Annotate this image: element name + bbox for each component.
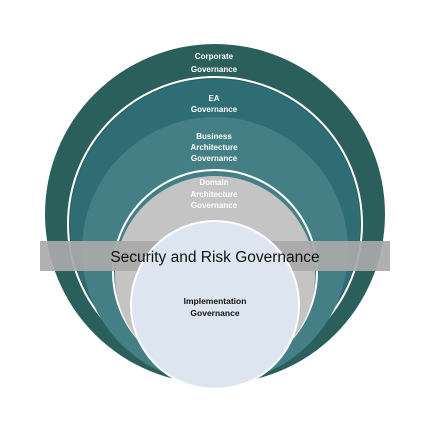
business-label-line3: Governance bbox=[191, 154, 238, 163]
ea-label-line2: Governance bbox=[191, 105, 238, 114]
domain-label-line1: Domain bbox=[199, 178, 228, 187]
implementation-label-line1: Implementation bbox=[184, 296, 247, 306]
security-risk-governance-label: Security and Risk Governance bbox=[110, 249, 319, 266]
domain-label-line3: Governance bbox=[191, 201, 238, 210]
business-label-line1: Business bbox=[196, 132, 232, 141]
ea-label-line1: EA bbox=[208, 94, 219, 103]
implementation-label-line2: Governance bbox=[190, 308, 239, 318]
corporate-label-line2: Governance bbox=[191, 65, 238, 74]
corporate-label-line1: Corporate bbox=[195, 52, 234, 61]
domain-label-line2: Architecture bbox=[190, 190, 238, 199]
business-label-line2: Architecture bbox=[190, 143, 238, 152]
implementation-governance-core bbox=[130, 220, 300, 390]
